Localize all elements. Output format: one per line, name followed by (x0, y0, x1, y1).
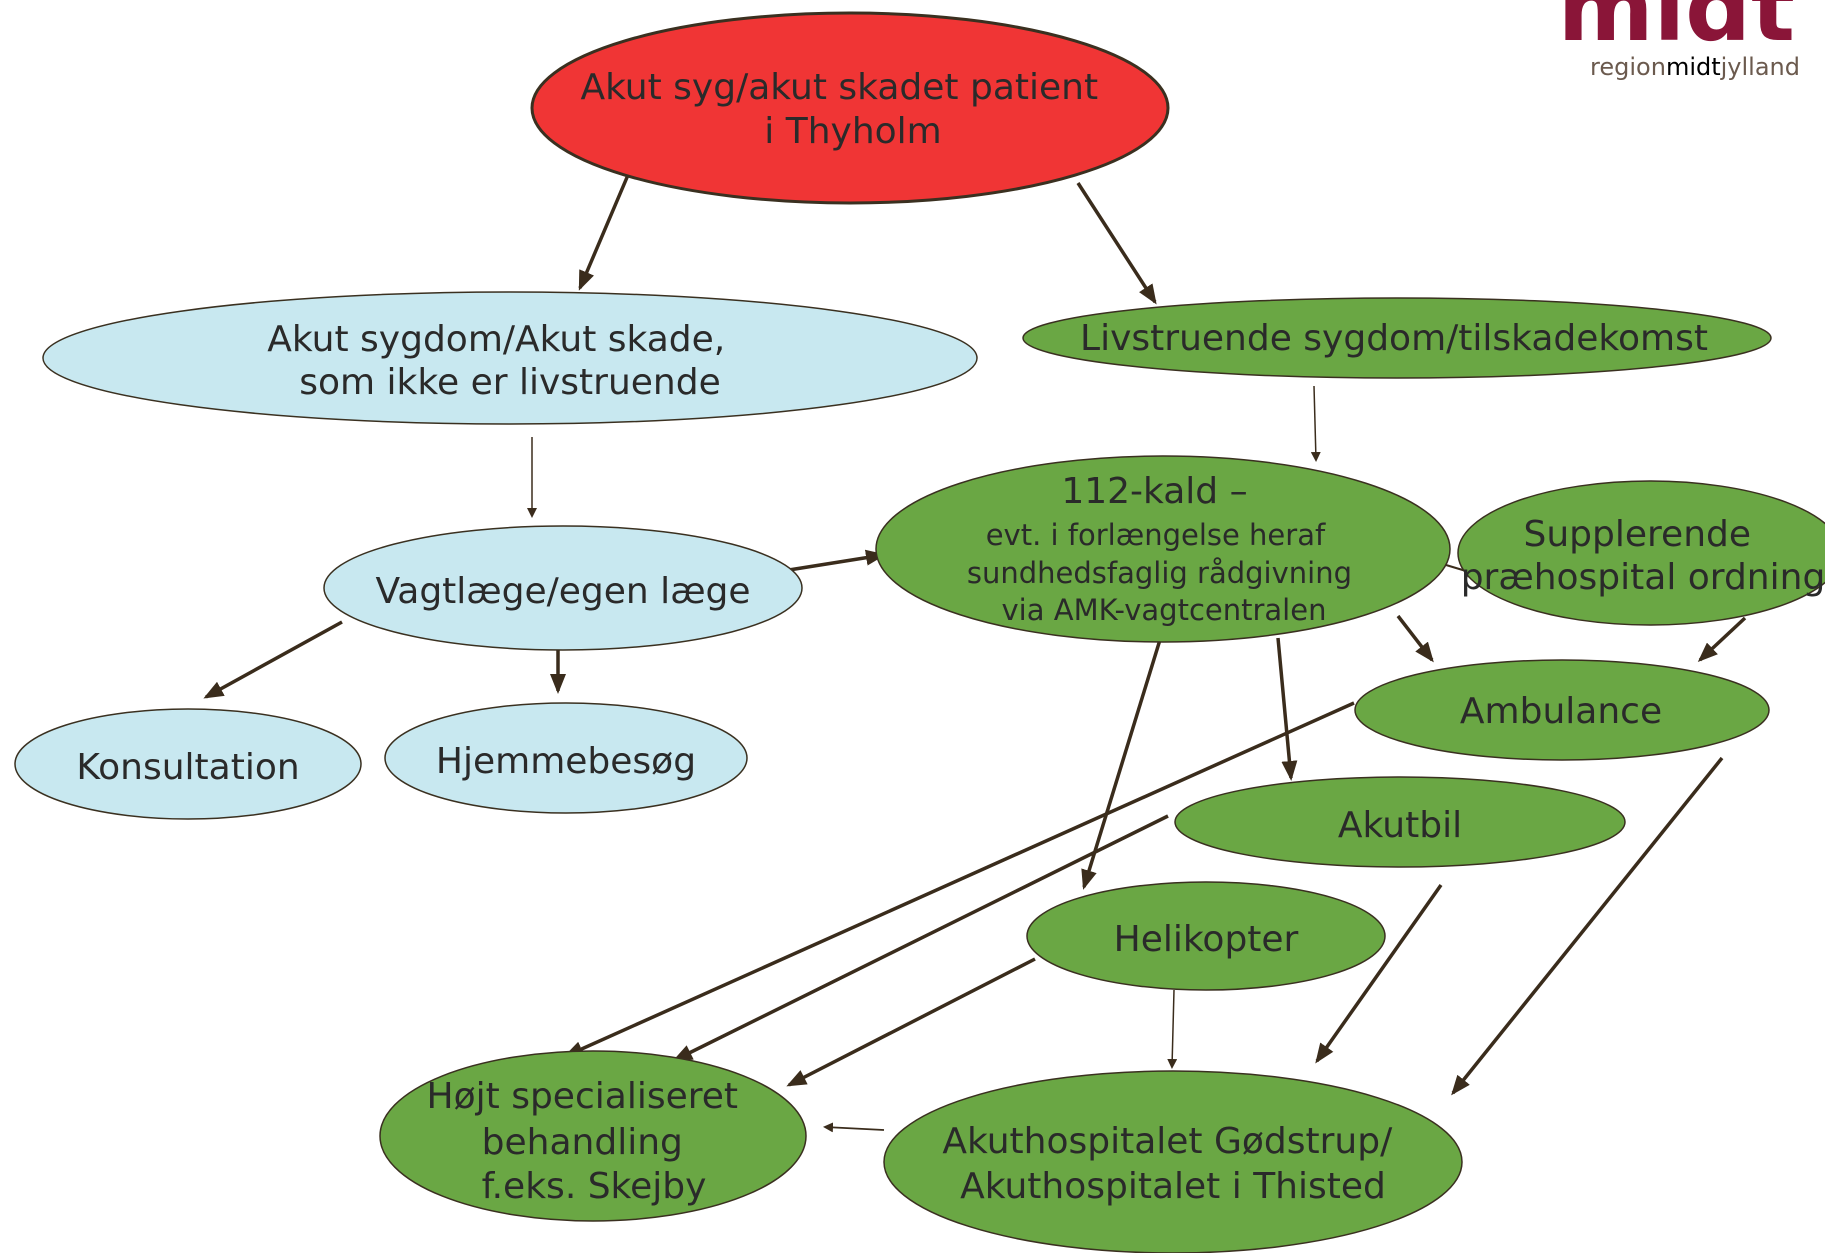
arrow-112-to-ambulance (1396, 614, 1434, 663)
logo-subtitle: regionmidtjylland (1590, 53, 1800, 81)
node-hjemmebesog-line-1: Hjemmebesøg (436, 741, 696, 782)
node-hojt-label: Højt specialiseret behandling f.eks. Ske… (427, 1076, 750, 1207)
node-suppl-line-2: præhospital ordning (1461, 557, 1825, 598)
node-vagtlaege: Vagtlæge/egen læge (323, 525, 803, 651)
node-hojt-line-2: behandling (482, 1122, 683, 1163)
node-helikopter-shape (1026, 881, 1386, 991)
node-non-life-label: Akut sygdom/Akut skade, som ikke er livs… (267, 319, 736, 403)
node-patient-label: Akut syg/akut skadet patient i Thyholm (580, 67, 1109, 152)
arrow-akuthospital-to-hojt (823, 1122, 885, 1133)
node-helikopter-line-1: Helikopter (1114, 919, 1299, 960)
node-konsultation-line-1: Konsultation (76, 747, 299, 788)
node-ambulance-shape (1354, 659, 1770, 761)
node-helikopter-label: Helikopter (1114, 919, 1299, 960)
node-suppl-shape (1457, 480, 1825, 626)
arrow-suppl-to-ambulance (1697, 616, 1747, 663)
logo-word: midt (1558, 0, 1795, 62)
node-112-line-1: 112-kald – (1061, 471, 1247, 512)
node-ambulance-line-1: Ambulance (1460, 691, 1662, 732)
arrow-112-to-helikopter (1081, 616, 1169, 890)
node-vagtlaege-shape (323, 525, 803, 651)
node-akuthospital-shape (883, 1070, 1463, 1253)
node-112-line-2: evt. i forlængelse heraf (986, 518, 1326, 552)
node-hojt-shape (379, 1050, 807, 1222)
node-akuthospital-line-2: Akuthospitalet i Thisted (960, 1166, 1386, 1207)
node-hojt-line-3: f.eks. Skejby (482, 1166, 707, 1207)
node-vagtlaege-line-1: Vagtlæge/egen læge (375, 571, 750, 612)
arrows (203, 174, 1747, 1133)
node-akuthospital-line-1: Akuthospitalet Gødstrup/ (942, 1121, 1393, 1162)
node-hojt-line-1: Højt specialiseret (427, 1076, 738, 1117)
node-112-line-4: via AMK-vagtcentralen (1002, 593, 1327, 627)
node-non-life-line-2: som ikke er livstruende (299, 362, 720, 403)
arrow-patient-to-life (1076, 182, 1157, 305)
node-konsultation-shape (14, 708, 362, 820)
arrow-patient-to-nonlife (578, 174, 630, 291)
node-112-line-3: sundhedsfaglig rådgivning (967, 556, 1352, 590)
node-ambulance: Ambulance (1354, 659, 1770, 761)
node-akuthospital-label: Akuthospitalet Gødstrup/ Akuthospitalet … (942, 1121, 1403, 1207)
node-suppl-line-1: Supplerende (1524, 514, 1752, 555)
region-midt-logo: midt regionmidtjylland (1558, 0, 1800, 81)
arrow-helikopter-to-akuthospital (1167, 989, 1178, 1069)
arrow-112-to-akutbil (1276, 637, 1298, 781)
node-life-shape (1022, 297, 1772, 379)
node-konsultation-label: Konsultation (76, 747, 299, 788)
node-patient-line-2: i Thyholm (764, 111, 941, 152)
node-112-label: 112-kald – evt. i forlængelse heraf sund… (967, 471, 1357, 627)
arrow-vagtlaege-to-konsultation (203, 620, 343, 699)
node-patient: Akut syg/akut skadet patient i Thyholm (530, 11, 1170, 205)
node-life-threatening: Livstruende sygdom/tilskadekomst (1022, 297, 1772, 379)
node-helikopter: Helikopter (1026, 881, 1386, 991)
node-hjemmebesog-label: Hjemmebesøg (436, 741, 696, 782)
node-non-life-threatening: Akut sygdom/Akut skade, som ikke er livs… (42, 291, 978, 425)
arrow-life-to-112 (1310, 385, 1321, 462)
arrow-akutbil-to-akuthospital (1315, 883, 1443, 1064)
node-supplerende: Supplerende præhospital ordning (1457, 480, 1825, 626)
node-akutbil-line-1: Akutbil (1338, 805, 1462, 846)
node-life-line-1: Livstruende sygdom/tilskadekomst (1080, 318, 1708, 359)
node-hjemmebesog: Hjemmebesøg (384, 702, 748, 814)
node-akutbil: Akutbil (1174, 776, 1626, 868)
node-life-label: Livstruende sygdom/tilskadekomst (1080, 318, 1708, 359)
node-112-shape (875, 455, 1451, 643)
node-patient-shape (530, 11, 1170, 205)
node-patient-line-1: Akut syg/akut skadet patient (580, 67, 1098, 108)
node-non-life-line-1: Akut sygdom/Akut skade, (267, 319, 725, 360)
node-konsultation: Konsultation (14, 708, 362, 820)
node-non-life-shape (42, 291, 978, 425)
node-112-call: 112-kald – evt. i forlængelse heraf sund… (875, 455, 1451, 643)
arrow-ambulance-to-hojt (563, 701, 1355, 1058)
node-ambulance-label: Ambulance (1460, 691, 1662, 732)
node-suppl-label: Supplerende præhospital ordning (1461, 514, 1825, 598)
node-akutbil-label: Akutbil (1338, 805, 1462, 846)
node-akutbil-shape (1174, 776, 1626, 868)
arrow-akutbil-to-hojt (672, 814, 1169, 1062)
node-hojt-specialiseret: Højt specialiseret behandling f.eks. Ske… (379, 1050, 807, 1222)
arrow-ambulance-to-akuthospital (1451, 756, 1724, 1096)
node-akuthospital: Akuthospitalet Gødstrup/ Akuthospitalet … (883, 1070, 1463, 1253)
node-hjemmebesog-shape (384, 702, 748, 814)
arrow-helikopter-to-hojt (786, 957, 1036, 1087)
node-vagtlaege-label: Vagtlæge/egen læge (375, 571, 750, 612)
